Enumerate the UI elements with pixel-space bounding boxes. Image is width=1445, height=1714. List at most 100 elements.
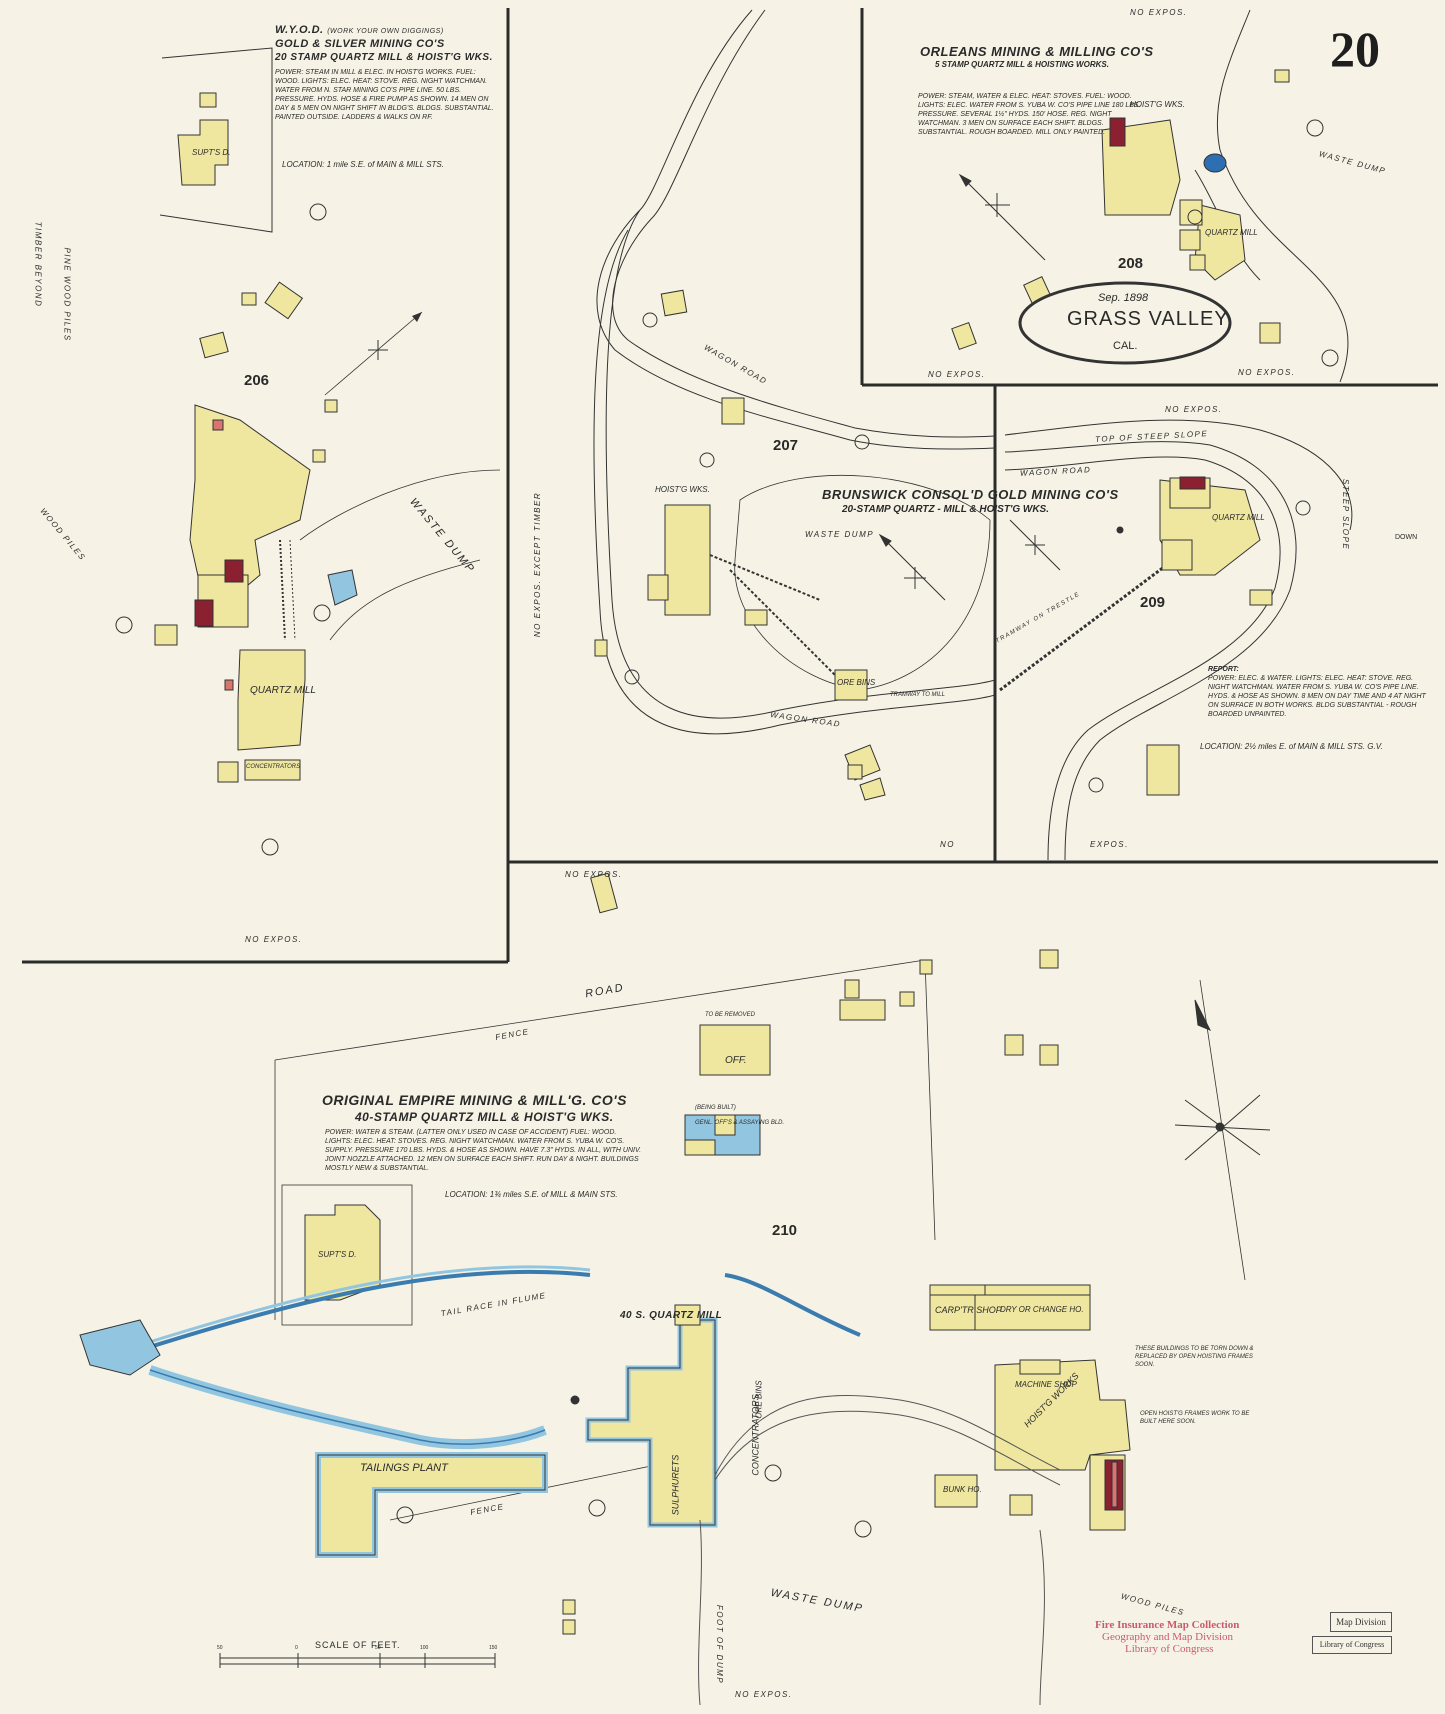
margin-pine-wood-piles: PINE WOOD PILES <box>62 247 72 342</box>
empire-to-be-built: OPEN HOIST'G FRAMES WORK TO BE BUILT HER… <box>1140 1411 1250 1425</box>
orleans-no-expos-right: NO EXPOS. <box>1238 368 1296 377</box>
brunswick-title-2: 20-STAMP QUARTZ - MILL & HOIST'G WKS. <box>842 504 1050 515</box>
panel-207-buildings <box>594 289 946 801</box>
empire-office: OFF. <box>725 1055 747 1066</box>
compass-rose <box>1174 979 1271 1281</box>
empire-genl-office: GENL. OFF'S & ASSAYING BLD. <box>695 1120 785 1126</box>
brunswick-down: DOWN <box>1395 534 1418 541</box>
hoist-works-207 <box>664 504 711 616</box>
brunswick-no-expos-except: NO EXPOS. EXCEPT TIMBER <box>533 491 543 638</box>
empire-machine-shop: MACHINE SHOP <box>1015 1380 1077 1389</box>
main-works-206 <box>189 404 311 601</box>
panel-209-buildings <box>1009 476 1311 796</box>
cartouche-place: GRASS VALLEY <box>1067 308 1229 330</box>
panel-208 <box>951 9 1349 383</box>
empire-bunk: BUNK HO. <box>943 1485 982 1494</box>
waste-dump-207 <box>734 474 991 691</box>
dry-house <box>974 1294 1091 1331</box>
empire-tailings: TAILINGS PLANT <box>360 1462 448 1474</box>
lot-207: 207 <box>773 437 799 454</box>
orleans-hoist: HOIST'G WKS. <box>1130 100 1185 109</box>
cartouche-date: Sep. 1898 <box>1098 292 1149 304</box>
water-tank-206 <box>327 569 358 606</box>
orleans-no-expos-top: NO EXPOS. <box>1130 8 1188 17</box>
panel-206 <box>115 47 501 856</box>
lot-208: 208 <box>1118 255 1144 272</box>
boiler-206b <box>194 599 214 627</box>
boiler-208 <box>1109 117 1126 147</box>
report-title: REPORT: <box>1208 666 1239 673</box>
scale-label: SCALE OF FEET. <box>315 1640 401 1650</box>
brunswick-no: NO <box>940 840 955 849</box>
tailings-plant-outline <box>317 1454 546 1556</box>
road-207-d <box>593 229 996 735</box>
map-division-stamp: Map Division <box>1330 1612 1392 1632</box>
orleans-title-2: 5 STAMP QUARTZ MILL & HOISTING WORKS. <box>935 60 1109 69</box>
wyod-title-3: 20 STAMP QUARTZ MILL & HOIST'G WKS. <box>275 52 493 63</box>
quartz-mill-208 <box>1194 204 1246 281</box>
bunk-house <box>934 1474 978 1508</box>
empire-being-built: (BEING BUILT) <box>695 1105 736 1111</box>
ore-bins-207 <box>834 669 868 701</box>
empire-no-expos-top: NO EXPOS. <box>565 870 623 879</box>
quartz-mill-206 <box>237 649 306 751</box>
panel-borders <box>22 8 1438 964</box>
library-stamp: Library of Congress <box>1312 1636 1392 1654</box>
cartouche-state: CAL. <box>1113 340 1138 352</box>
orleans-no-expos-bottom: NO EXPOS. <box>928 370 986 379</box>
wyod-quartz-mill: QUARTZ MILL <box>250 685 316 696</box>
empire-removed-note: THESE BUILDINGS TO BE TORN DOWN & REPLAC… <box>1135 1346 1254 1368</box>
scale-tick-3: 100 <box>420 1645 429 1651</box>
fic-stamp-line1: Fire Insurance Map Collection <box>1095 1619 1240 1631</box>
scale-tick-4: 150 <box>489 1645 498 1651</box>
empire-dry-house: DRY OR CHANGE HO. <box>1000 1305 1084 1314</box>
brunswick-steep-slope: STEEP SLOPE <box>1341 478 1351 551</box>
margin-timber-beyond: TIMBER BEYOND <box>33 221 43 308</box>
lot-210: 210 <box>772 1222 798 1239</box>
brunswick-expos: EXPOS. <box>1090 840 1129 849</box>
hoist-works-210 <box>994 1359 1131 1471</box>
empire-to-be-removed: TO BE REMOVED <box>705 1012 755 1018</box>
scale-tick-1: 0 <box>295 1645 298 1651</box>
report-text: POWER: ELEC. & WATER. LIGHTS: ELEC. HEAT… <box>1208 675 1426 718</box>
scale-bar <box>219 1653 496 1668</box>
orleans-title-1: ORLEANS MINING & MILLING CO'S <box>920 44 1154 59</box>
empire-title-2: 40-STAMP QUARTZ MILL & HOIST'G WKS. <box>355 1110 614 1124</box>
wyod-supts: SUPT'S D. <box>192 148 231 157</box>
lot-209: 209 <box>1140 594 1166 611</box>
panel-207 <box>593 9 996 735</box>
empire-foot: FOOT OF DUMP <box>715 1604 725 1685</box>
quartz-mill-210 <box>585 1317 718 1528</box>
wyod-concentrators: CONCENTRATORS <box>246 764 301 770</box>
panel-209 <box>999 419 1353 861</box>
wyod-title-1: W.Y.O.D. (WORK YOUR OWN DIGGINGS) <box>275 24 444 36</box>
lot-line-206 <box>159 47 273 233</box>
road-207-c <box>605 209 996 719</box>
brunswick-quartz-mill: QUARTZ MILL <box>1212 513 1265 522</box>
empire-title-1: ORIGINAL EMPIRE MINING & MILL'G. CO'S <box>322 1092 627 1108</box>
empire-carpntr: CARP'TR SHOP <box>935 1305 1002 1315</box>
brunswick-waste-dump: WASTE DUMP <box>805 530 875 539</box>
orleans-notes: POWER: STEAM, WATER & ELEC. HEAT: STOVES… <box>918 93 1141 136</box>
orleans-quartz-mill: QUARTZ MILL <box>1205 228 1258 237</box>
fic-stamp-line2: Geography and Map Division <box>1102 1631 1234 1643</box>
wyod-title-2: GOLD & SILVER MINING CO'S <box>275 38 445 50</box>
road-207-b <box>612 9 996 438</box>
brunswick-hoist: HOIST'G WKS. <box>655 485 710 494</box>
empire-sulphurets: SULPHURETS <box>670 1454 681 1516</box>
empire-quartz-mill-title: 40 S. QUARTZ MILL <box>620 1310 723 1321</box>
water-tank-208 <box>1203 153 1227 173</box>
empire-location: LOCATION: 1¾ miles S.E. of MILL & MAIN S… <box>445 1190 618 1199</box>
brunswick-no-expos: NO EXPOS. <box>1165 405 1223 414</box>
brunswick-ore-bins: ORE BINS <box>837 678 876 687</box>
empire-no-expos-bottom: NO EXPOS. <box>735 1690 793 1699</box>
flume-210 <box>79 1265 1061 1706</box>
brunswick-location: LOCATION: 2½ miles E. of MAIN & MILL STS… <box>1200 742 1383 751</box>
brunswick-tramway: TRAMWAY TO MILL <box>890 692 945 698</box>
boiler-206a <box>224 559 244 583</box>
scale-tick-0: 50 <box>217 1645 223 1651</box>
sheet-number: 20 <box>1330 21 1380 77</box>
brunswick-report: REPORT: POWER: ELEC. & WATER. LIGHTS: ELE… <box>1208 665 1428 719</box>
